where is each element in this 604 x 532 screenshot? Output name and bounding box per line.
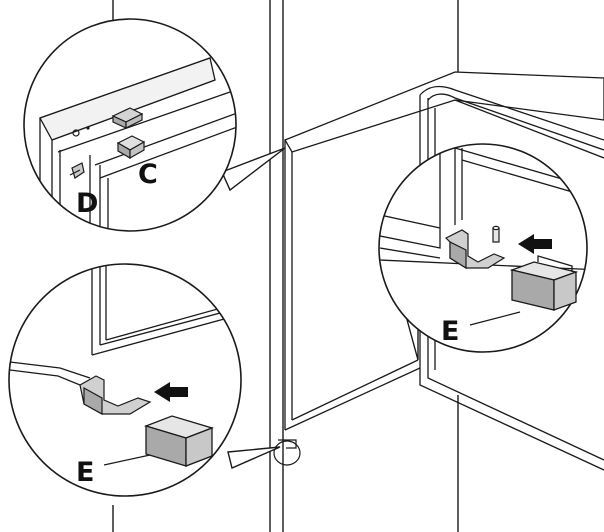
- label-c: C: [138, 159, 158, 190]
- label-d: D: [76, 188, 98, 219]
- screw-hole-1: [72, 129, 80, 137]
- push-arrow-left-icon: [154, 382, 188, 402]
- hinge-part-c-upper: [111, 107, 144, 129]
- label-e-left: E: [76, 457, 94, 488]
- label-e-right: E: [441, 316, 459, 347]
- hinge-bracket-bottom: [79, 375, 152, 416]
- callout-right: E: [378, 143, 588, 353]
- callout-top: C D: [23, 18, 237, 232]
- hinge-part-c: [116, 135, 146, 160]
- spacer-block-e-right: [509, 255, 579, 311]
- spacer-block-e-left: [143, 415, 215, 467]
- screw-hole-2: [86, 126, 90, 130]
- hinge-bracket-right: [444, 225, 506, 270]
- push-arrow-right-icon: [518, 234, 552, 254]
- leader-e-left: [103, 454, 151, 466]
- callout-connectors: [221, 147, 419, 469]
- bottom-hinge-detail: [273, 439, 301, 466]
- cabinet-outline: [112, 0, 459, 532]
- leader-e-right: [469, 311, 521, 326]
- callout-bottom: E: [8, 263, 242, 497]
- hinge-part-d: [69, 162, 85, 179]
